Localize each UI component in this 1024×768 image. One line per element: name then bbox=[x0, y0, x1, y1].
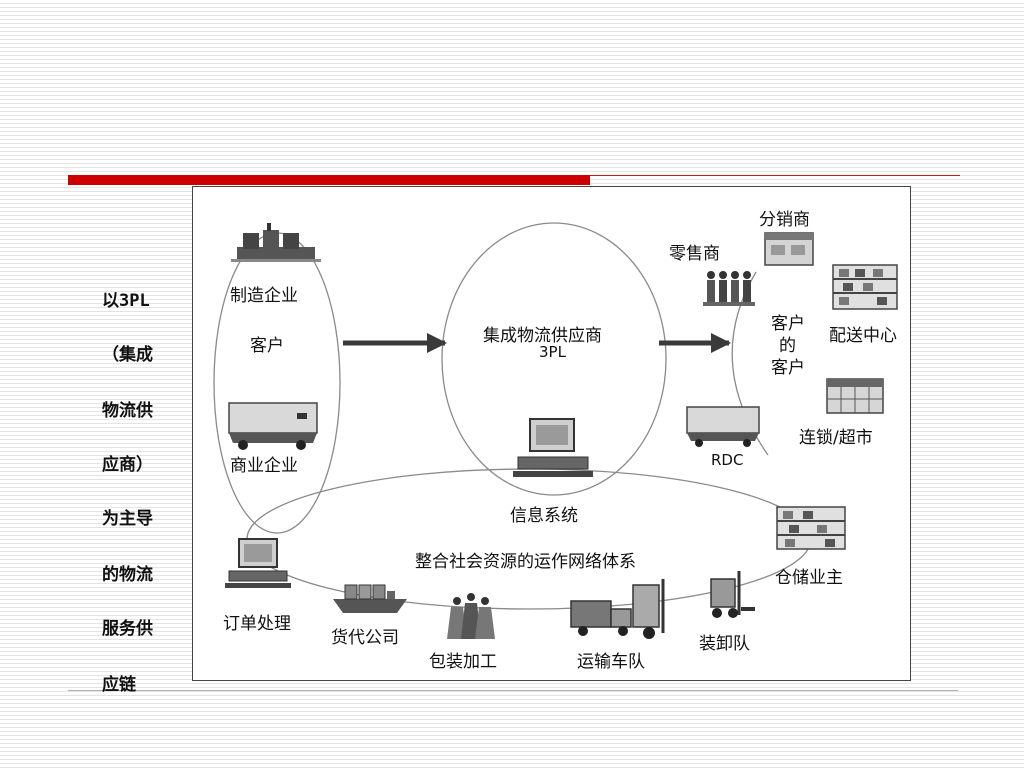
title-divider-line bbox=[590, 175, 960, 176]
center-3pl-ellipse bbox=[441, 222, 667, 496]
label-order-processing: 订单处理 bbox=[223, 614, 291, 634]
label-distribution-center: 配送中心 bbox=[829, 326, 897, 346]
label-chain-supermarket: 连锁/超市 bbox=[799, 428, 873, 448]
distributor-icon bbox=[764, 232, 814, 266]
side-caption-line: 应链 bbox=[102, 675, 136, 695]
label-3pl-title: 集成物流供应商 bbox=[483, 326, 602, 346]
3pl-supply-chain-diagram: 制造企业 客户 商业企业 集成物流供应商 3PL 信息系统 整合社会资源的运作网… bbox=[192, 186, 911, 681]
order-computer-icon bbox=[225, 538, 291, 588]
label-network-system: 整合社会资源的运作网络体系 bbox=[415, 552, 636, 572]
supermarket-icon bbox=[826, 378, 884, 414]
side-caption-line: 物流供 bbox=[102, 401, 153, 421]
label-3pl: 3PL bbox=[539, 343, 566, 361]
title-accent-bar bbox=[68, 175, 590, 185]
left-client-ellipse bbox=[213, 232, 341, 534]
side-caption-line: 为主导 bbox=[102, 509, 153, 529]
label-freight-company: 货代公司 bbox=[331, 628, 399, 648]
computer-icon bbox=[513, 418, 593, 477]
side-caption-line: （集成 bbox=[102, 345, 153, 365]
label-customer-of-customer-3: 客户 bbox=[771, 358, 805, 378]
label-distributor: 分销商 bbox=[759, 210, 810, 230]
forklift-icon bbox=[710, 571, 755, 618]
label-retailer: 零售商 bbox=[669, 244, 720, 264]
truck-icon bbox=[228, 402, 318, 450]
label-manufacturer: 制造企业 bbox=[230, 286, 298, 306]
side-caption-line: 的物流 bbox=[102, 565, 153, 585]
ship-icon bbox=[333, 584, 407, 613]
footer-divider-line bbox=[68, 690, 958, 691]
label-customer: 客户 bbox=[250, 336, 284, 356]
rdc-truck-icon bbox=[686, 406, 760, 447]
side-caption-line: 应商） bbox=[102, 455, 153, 475]
label-rdc: RDC bbox=[711, 451, 744, 469]
warehouse-shelf-icon bbox=[832, 264, 898, 310]
people-icon bbox=[703, 271, 755, 306]
transport-fleet-icon bbox=[570, 579, 665, 639]
factory-icon bbox=[231, 223, 321, 262]
label-packaging: 包装加工 bbox=[429, 652, 497, 672]
warehouse-owner-icon bbox=[776, 506, 846, 550]
workers-icon bbox=[447, 593, 495, 639]
label-commercial-enterprise: 商业企业 bbox=[230, 456, 298, 476]
label-transport-fleet: 运输车队 bbox=[577, 652, 645, 672]
label-customer-of-customer-2: 的 bbox=[779, 336, 796, 356]
label-info-system: 信息系统 bbox=[510, 506, 578, 526]
label-warehouse-owner: 仓储业主 bbox=[775, 568, 843, 588]
label-customer-of-customer-1: 客户 bbox=[771, 314, 805, 334]
label-loading-team: 装卸队 bbox=[699, 634, 750, 654]
side-caption-line: 以3PL bbox=[102, 291, 150, 311]
side-caption-line: 服务供 bbox=[102, 619, 153, 639]
